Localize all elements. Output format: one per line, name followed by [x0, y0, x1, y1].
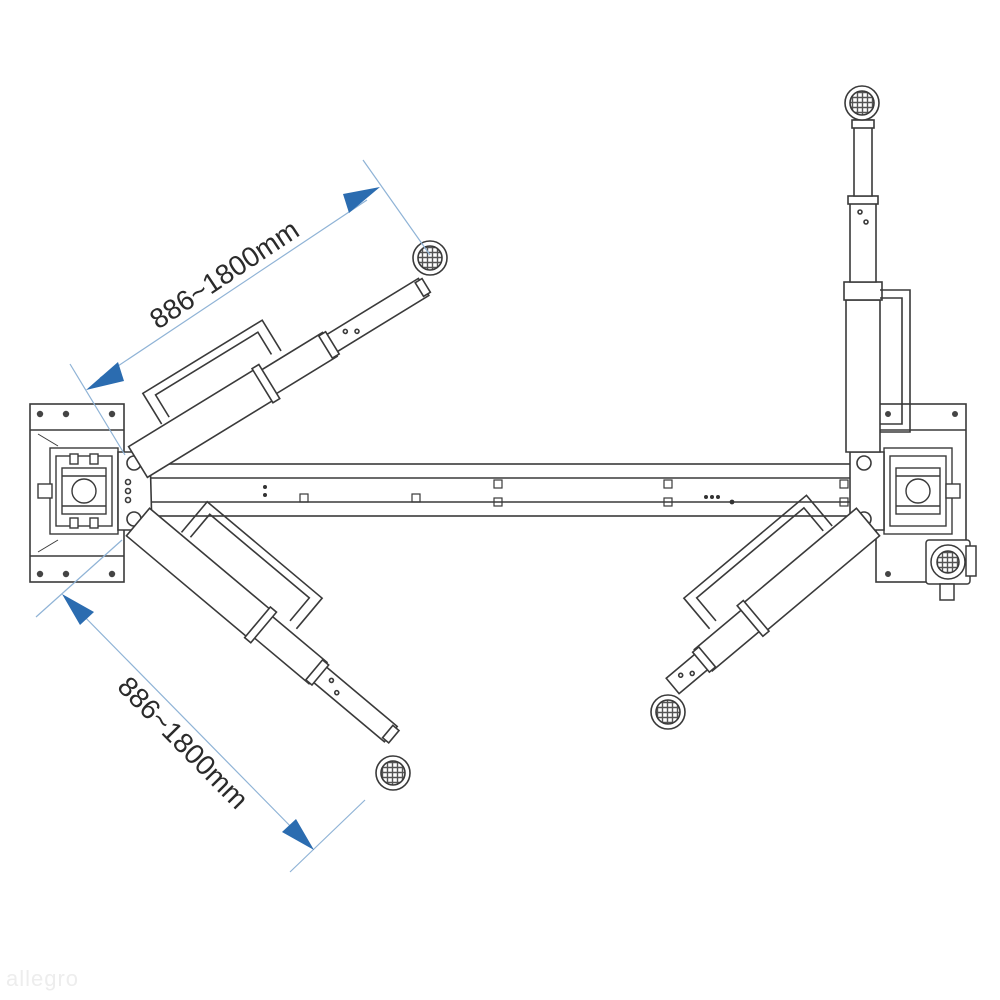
lift-pad-upper-left [412, 240, 448, 276]
arrow-head-top-left [86, 362, 124, 390]
lift-arm-upper-left [127, 277, 432, 479]
left-column [37, 447, 119, 535]
lift-arm-lower-left [125, 500, 401, 744]
lift-arm-upper-right [843, 119, 911, 453]
dimension-label-bottom: 886~1800mm [112, 670, 255, 814]
lift-pad-upper-right [844, 85, 880, 121]
cross-beam [139, 463, 881, 517]
lift-arm-lower-right [665, 494, 881, 695]
arrow-head-top-right [343, 187, 380, 213]
lift-pad-lower-left [375, 755, 411, 791]
watermark: allegro [6, 966, 80, 991]
hydraulic-motor [925, 539, 977, 601]
dimension-label-top: 886~1800mm [144, 214, 304, 335]
arrow-head-bottom-right [282, 819, 314, 850]
arrow-head-bottom-left [62, 594, 94, 625]
lift-pad-lower-right [650, 694, 686, 730]
right-column [883, 447, 961, 535]
